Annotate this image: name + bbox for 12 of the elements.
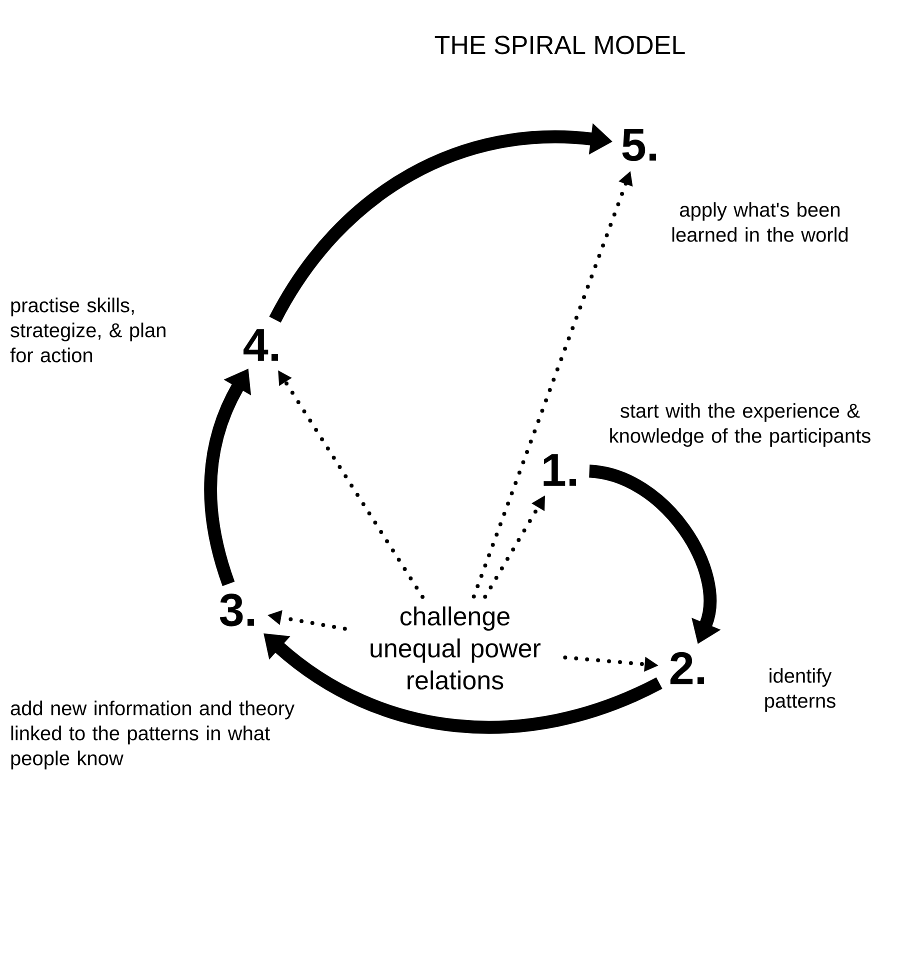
step-number: 3. xyxy=(220,594,254,626)
step-number: 4. xyxy=(244,329,278,361)
step-description: identify patterns xyxy=(765,668,836,712)
step-description: start with the experience & knowledge of the participants xyxy=(610,403,870,447)
title: THE SPIRAL MODEL xyxy=(434,36,685,54)
step-number: 2. xyxy=(670,652,704,684)
step-number: 5. xyxy=(622,128,656,162)
step-description: add new information and theory linked to the patterns in what people know xyxy=(10,700,295,770)
step-number: 1. xyxy=(544,454,576,486)
step-description: apply what's been learned in the world xyxy=(672,202,848,242)
center-text: challenge unequal power relations xyxy=(370,606,541,690)
step-description: practise skills, strategize, & plan for action xyxy=(10,298,166,362)
